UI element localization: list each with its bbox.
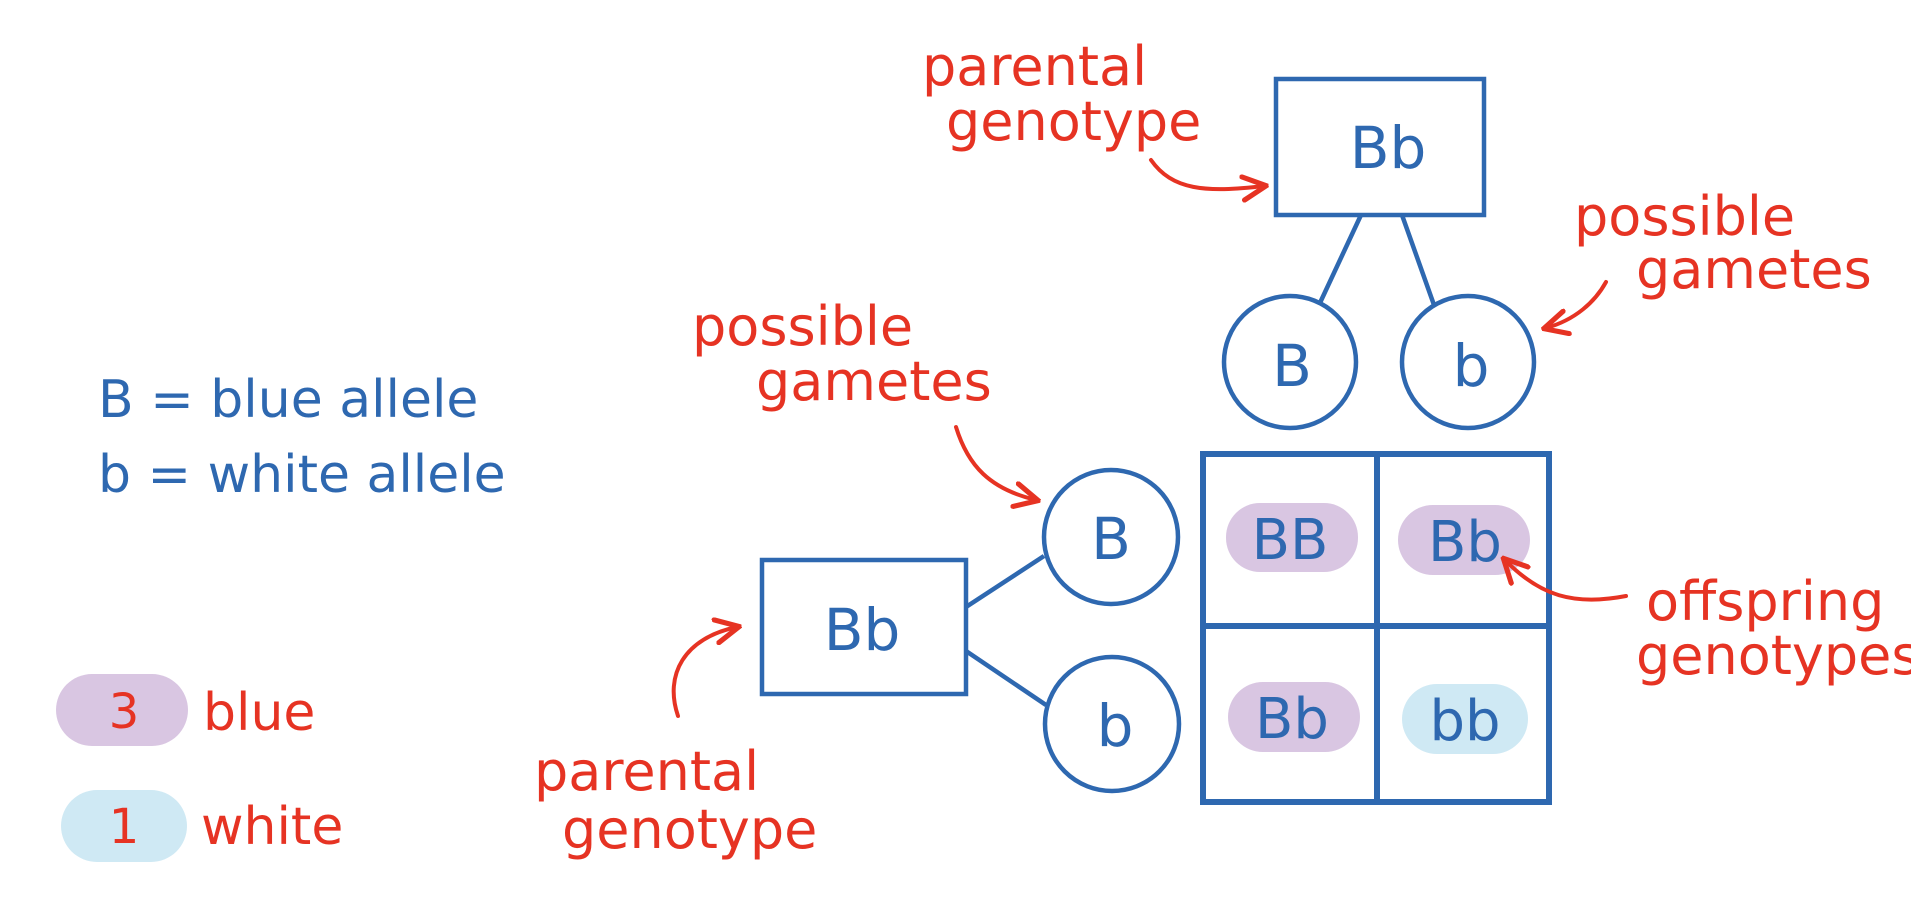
legend-blue-swatch [56,674,188,746]
left-connector-bottom [964,649,1048,707]
top-parent-genotype: Bb [1350,114,1427,182]
left-parent: Bb B b [759,467,1182,794]
left-gametes-annotation: possible gametes [692,295,1036,500]
left-gametes-annotation-arrow [954,425,1036,500]
left-gamete-2: b [1097,692,1134,760]
punnett-cell-genotype-2: Bb [1428,510,1502,575]
punnett-cell-genotype-1: BB [1252,508,1329,573]
top-parent: Bb B b [1221,76,1537,431]
legend: B = blue allele b = white allele 3 blue … [56,370,506,862]
left-gamete-1: B [1091,505,1131,573]
punnett-cell-genotype-4: bb [1429,689,1500,754]
left-connector-top [964,554,1046,609]
top-parent-annotation-line2: genotype [946,90,1201,153]
offspring-annotation-line1: offspring [1646,570,1884,633]
top-gamete-circle-2 [1399,293,1537,431]
punnett-cell-bg-3 [1228,682,1360,752]
top-parent-box [1273,76,1487,218]
top-gametes-annotation-line2: gametes [1636,238,1872,301]
offspring-annotation: offspring genotypes [1505,560,1911,687]
left-gametes-annotation-line1: possible [692,295,913,358]
left-parent-annotation-line1: parental [534,740,759,803]
legend-white-swatch [61,790,187,862]
left-parent-annotation: parental genotype [534,627,817,861]
top-gamete-2: b [1453,332,1490,400]
legend-allele-dominant: B = blue allele [98,370,478,430]
offspring-annotation-arrow [1505,560,1628,602]
left-gamete-circle-2 [1042,654,1182,794]
left-parent-box [759,557,969,697]
legend-allele-recessive: b = white allele [98,445,506,505]
left-parent-annotation-arrow [671,627,737,718]
punnett-cell-bg-2 [1398,505,1530,575]
left-parent-genotype: Bb [824,596,901,664]
legend-white-label: white [201,797,343,857]
punnett-cell-bg-1 [1226,503,1358,572]
punnett-square: BB Bb Bb bb [1200,451,1552,805]
legend-blue-count: 3 [109,684,140,740]
left-gamete-circle-1 [1041,467,1181,607]
legend-white-count: 1 [109,799,140,855]
top-gametes-annotation-arrow [1546,280,1608,328]
top-parent-annotation-arrow [1149,158,1264,189]
top-connector-right [1399,214,1437,306]
top-parent-annotation: parental genotype [922,35,1264,189]
top-connector-left [1316,214,1364,306]
left-gametes-annotation-line2: gametes [756,350,992,413]
punnett-cell-bg-4 [1402,684,1528,754]
top-parent-annotation-line1: parental [922,35,1147,98]
punnett-cell-genotype-3: Bb [1255,687,1329,752]
top-gametes-annotation-line1: possible [1574,185,1795,248]
left-parent-annotation-line2: genotype [562,798,817,861]
legend-blue-label: blue [203,683,315,743]
top-gametes-annotation: possible gametes [1546,185,1872,328]
top-gamete-1: B [1272,332,1312,400]
top-gamete-circle-1 [1221,293,1359,431]
offspring-annotation-line2: genotypes [1636,624,1911,687]
